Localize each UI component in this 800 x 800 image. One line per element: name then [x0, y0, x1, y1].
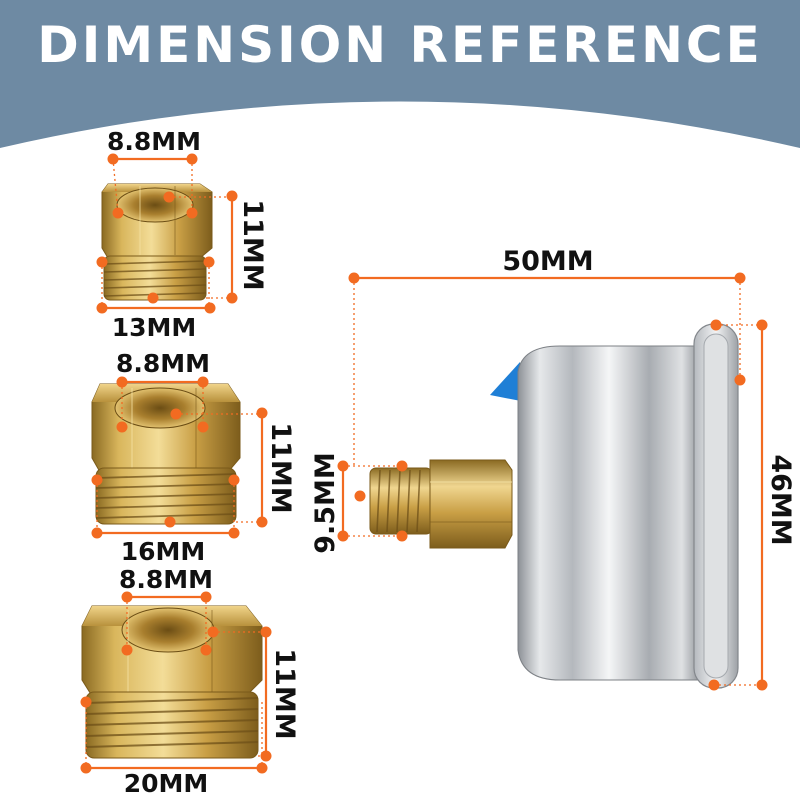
adapter-medium-top-label: 8.8MM — [116, 349, 210, 378]
adapter-medium-dimensions — [91, 376, 268, 539]
adapter-small-dimensions — [96, 153, 238, 314]
adapter-small-top-label: 8.8MM — [107, 127, 201, 156]
adapter-large-height-label: 11MM — [269, 648, 300, 739]
adapter-small — [101, 183, 213, 301]
gauge-diameter-label: 46MM — [765, 454, 796, 545]
adapter-medium-thread-label: 16MM — [121, 537, 206, 566]
gauge-dimensions — [337, 272, 768, 691]
page-title: DIMENSION REFERENCE — [37, 16, 763, 74]
adapter-small-thread-label: 13MM — [112, 313, 197, 342]
adapter-medium — [91, 383, 241, 525]
adapter-large-dimensions — [80, 591, 272, 774]
adapter-small-height-label: 11MM — [237, 199, 268, 290]
adapter-large-top-label: 8.8MM — [119, 565, 213, 594]
adapter-large-thread-label: 20MM — [124, 769, 209, 798]
gauge-length-label: 50MM — [502, 246, 593, 277]
title-banner — [0, 0, 800, 148]
adapter-large — [81, 605, 263, 759]
adapter-medium-height-label: 11MM — [265, 422, 296, 513]
pressure-gauge — [369, 323, 739, 689]
gauge-stem-label: 9.5MM — [310, 452, 341, 554]
